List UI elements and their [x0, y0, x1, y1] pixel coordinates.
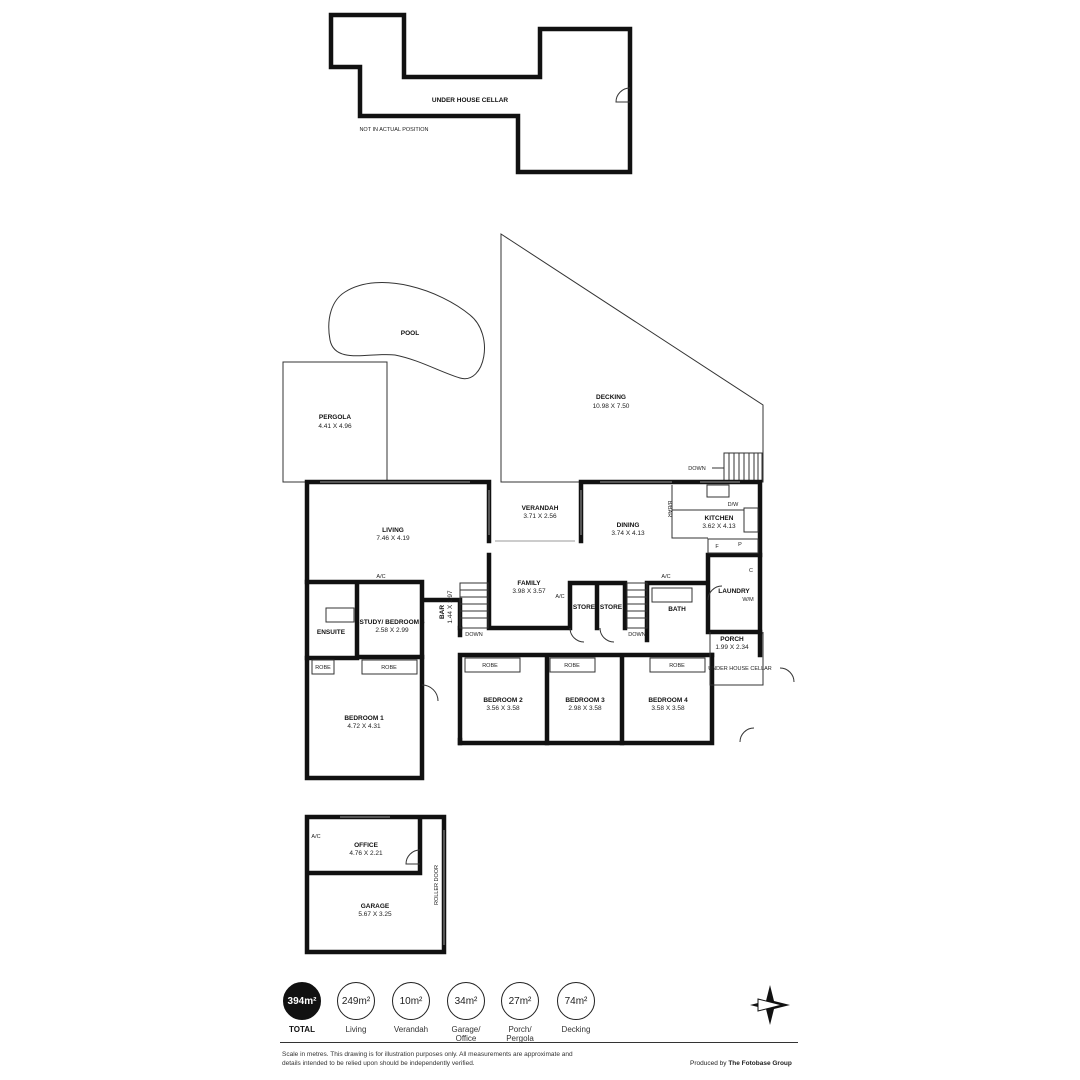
roller-door-label: ROLLER DOOR: [434, 865, 440, 905]
robe-label: ROBE: [315, 665, 331, 671]
area-label: TOTAL: [289, 1025, 315, 1034]
area-label: Porch/ Pergola: [506, 1025, 534, 1043]
legend-garage: 34m² Garage/ Office: [446, 982, 486, 1043]
fridge-label: F: [715, 544, 719, 550]
dining-label: DINING: [617, 522, 640, 529]
office-dims: 4.76 X 2.21: [349, 850, 383, 857]
bedroom1-label: BEDROOM 1: [344, 715, 384, 722]
area-badge: 394m²: [283, 982, 321, 1020]
bath-label: BATH: [668, 606, 686, 613]
main-house: ROBE ROBE ROBE ROBE ROBE F P: [304, 479, 795, 781]
compass-icon: [750, 985, 790, 1025]
porch-label: PORCH: [720, 636, 744, 643]
bar-dims: 1.44 X 1.97: [447, 590, 454, 624]
area-label: Verandah: [393, 1025, 429, 1034]
bedroom4-label: BEDROOM 4: [648, 697, 688, 704]
dishwasher-label: D/W: [728, 502, 740, 508]
bedroom4-dims: 3.58 X 3.58: [651, 705, 685, 712]
down-label: DOWN: [628, 632, 645, 638]
ensuite-label: ENSUITE: [317, 629, 346, 636]
laundry-label: LAUNDRY: [718, 588, 750, 595]
bedroom2-dims: 3.56 X 3.58: [486, 705, 520, 712]
family-label: FAMILY: [517, 580, 541, 587]
washing-machine-label: W/M: [742, 597, 754, 603]
producer-credit: Produced by The Fotobase Group: [690, 1060, 792, 1067]
garage-label: GARAGE: [361, 903, 390, 910]
cupboard-label: C: [749, 568, 753, 574]
cellar-access-label: UNDER HOUSE CELLAR: [708, 666, 772, 672]
pergola-label: PERGOLA: [319, 414, 351, 421]
area-badge: 34m²: [447, 982, 485, 1020]
legend-total: 394m² TOTAL: [282, 982, 322, 1034]
family-dims: 3.98 X 3.57: [512, 588, 546, 595]
family-stairs: [459, 582, 489, 629]
store2-label: STORE: [600, 604, 623, 611]
porch-dims: 1.99 X 2.34: [715, 644, 749, 651]
area-label: Decking: [561, 1025, 591, 1034]
decking-dims: 10.98 X 7.50: [593, 403, 630, 410]
bedroom3-label: BEDROOM 3: [565, 697, 605, 704]
area-badge: 27m²: [501, 982, 539, 1020]
ac-label: A/C: [661, 574, 670, 580]
bedroom1-dims: 4.72 X 4.31: [347, 723, 381, 730]
cellar-plan: UNDER HOUSE CELLAR NOT IN ACTUAL POSITIO…: [328, 12, 633, 175]
area-label: Garage/ Office: [451, 1025, 481, 1043]
decking-label: DECKING: [596, 394, 626, 401]
area-badge: 10m²: [392, 982, 430, 1020]
robe-label: ROBE: [482, 663, 498, 669]
garage-plan: A/C OFFICE 4.76 X 2.21 GARAGE 5.67 X 3.2…: [304, 814, 447, 955]
robe-label: ROBE: [564, 663, 580, 669]
producer-prefix: Produced by: [690, 1060, 727, 1067]
ac-label: A/C: [376, 574, 385, 580]
study-dims: 2.58 X 2.99: [375, 627, 409, 634]
legend-porch: 27m² Porch/ Pergola: [497, 982, 543, 1043]
garage-dims: 5.67 X 3.25: [358, 911, 392, 918]
verandah-label: VERANDAH: [522, 505, 559, 512]
pergola: [282, 361, 388, 483]
robe-label: ROBE: [381, 665, 397, 671]
legend-verandah: 10m² Verandah: [391, 982, 431, 1034]
room-labels: LIVING 7.46 X 4.19 VERANDAH 3.71 X 2.56 …: [317, 501, 772, 730]
divider: [280, 1042, 798, 1043]
area-badge: 74m²: [557, 982, 595, 1020]
producer-name: The Fotobase Group: [728, 1060, 792, 1067]
ac-label: A/C: [555, 594, 564, 600]
decking: [500, 233, 764, 483]
robe-label: ROBE: [669, 663, 685, 669]
cellar-label: UNDER HOUSE CELLAR: [432, 97, 509, 104]
pergola-dims: 4.41 X 4.96: [318, 423, 352, 430]
living-label: LIVING: [382, 527, 404, 534]
deck-down-label: DOWN: [688, 466, 705, 472]
pantry-label: P: [738, 542, 742, 548]
legend-decking: 74m² Decking: [556, 982, 596, 1034]
area-label: Living: [345, 1025, 367, 1034]
area-badge: 249m²: [337, 982, 375, 1020]
disclaimer: Scale in metres. This drawing is for ill…: [282, 1051, 573, 1067]
bbar-label: B/BAR: [666, 501, 672, 518]
verandah-dims: 3.71 X 2.56: [523, 513, 557, 520]
deck-stairs: [712, 452, 763, 482]
kitchen-label: KITCHEN: [705, 515, 734, 522]
store1-label: STORE: [573, 604, 596, 611]
kitchen-dims: 3.62 X 4.13: [702, 523, 736, 530]
down-label: DOWN: [465, 632, 482, 638]
bar-label: BAR: [439, 605, 446, 619]
study-label: STUDY/ BEDROOM 5: [359, 619, 424, 626]
bath-stairs: [626, 582, 648, 629]
legend-living: 249m² Living: [336, 982, 376, 1034]
outdoor: POOL PERGOLA 4.41 X 4.96 DECKING 10.98 X…: [282, 233, 764, 483]
ac-label: A/C: [311, 834, 320, 840]
pool: [328, 282, 485, 380]
pool-label: POOL: [401, 330, 419, 337]
dining-dims: 3.74 X 4.13: [611, 530, 645, 537]
bedroom3-dims: 2.98 X 3.58: [568, 705, 602, 712]
bedroom2-label: BEDROOM 2: [483, 697, 523, 704]
cellar-note: NOT IN ACTUAL POSITION: [359, 127, 428, 133]
living-dims: 7.46 X 4.19: [376, 535, 410, 542]
office-label: OFFICE: [354, 842, 378, 849]
